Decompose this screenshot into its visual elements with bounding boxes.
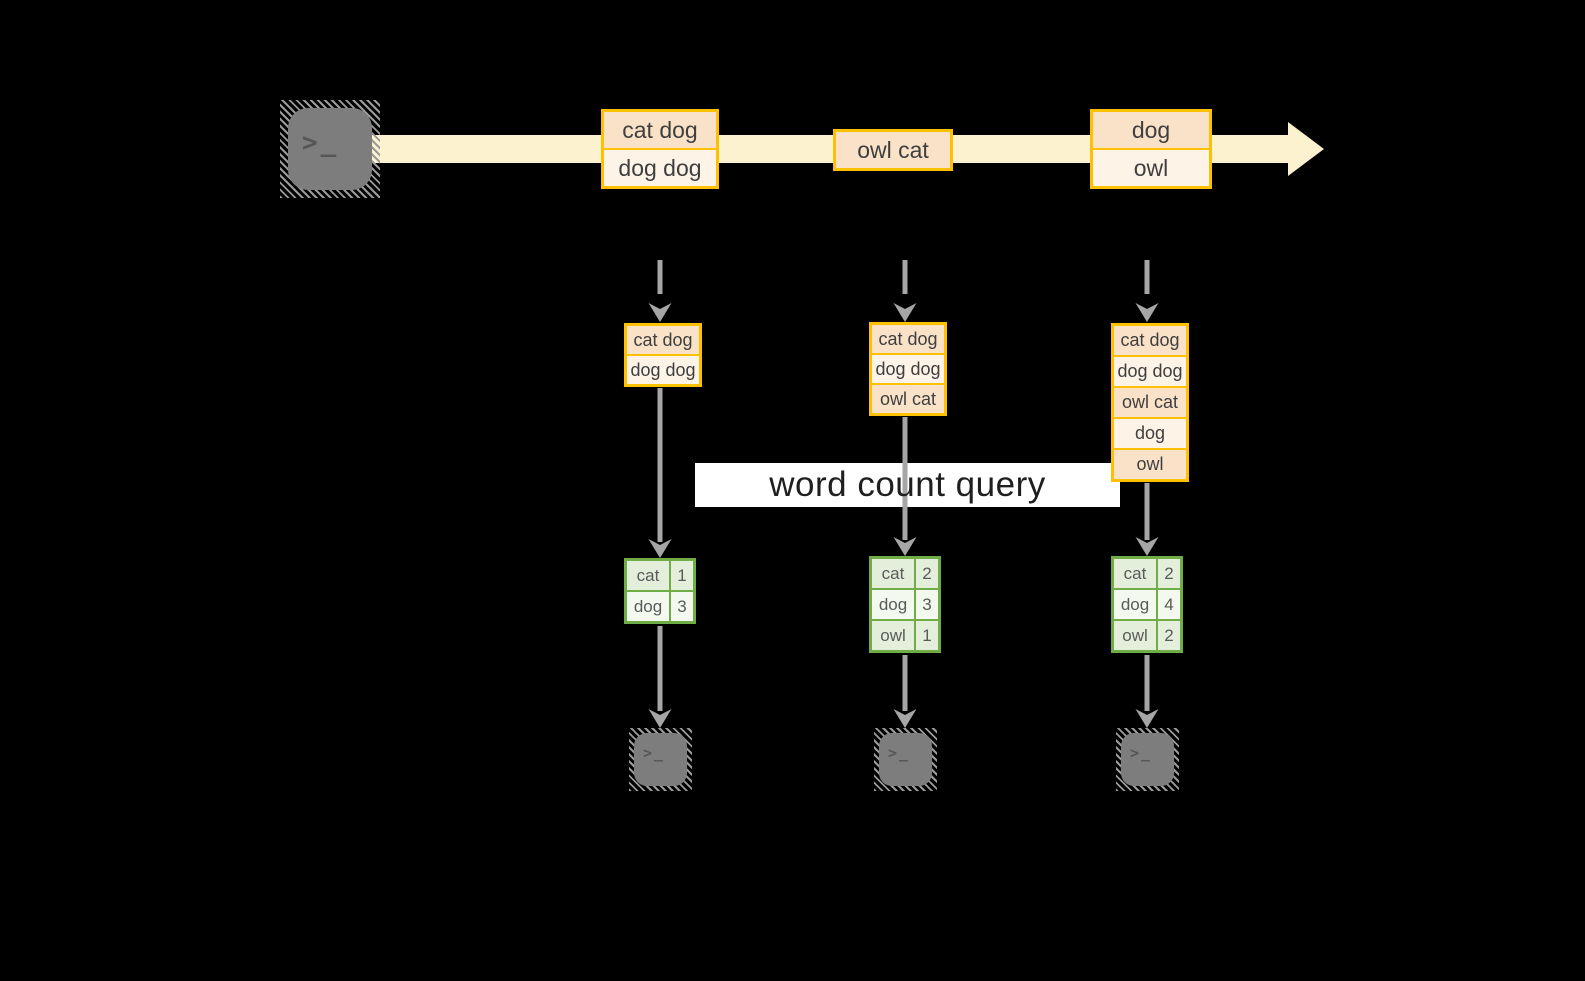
event-cell: owl cat [1114,388,1186,417]
count-value: 4 [1164,594,1174,614]
event-label: owl cat [857,136,929,163]
word-label: dog [633,596,663,616]
event-cell: cat dog [604,112,716,148]
event-cell: dog dog [872,355,944,383]
query-label: word count query [769,465,1046,504]
count-value: 3 [922,594,932,614]
count-value-cell: 1 [671,561,693,590]
microbatch-arrow-3 [1135,260,1159,322]
event-cell: dog dog [604,150,716,186]
output-arrow-1 [648,626,672,728]
terminal-prompt-glyph: >_ [888,744,911,762]
batch-box-1: cat dog dog dog [601,109,719,189]
window-stack-3: cat dog dog dog owl cat dog owl [1111,323,1189,482]
event-cell: cat dog [627,326,699,354]
event-label: dog dog [1117,361,1183,381]
word-label: cat [881,563,905,583]
event-label: owl cat [1121,392,1179,412]
count-value-cell: 2 [1158,559,1180,588]
microbatch-arrow-1 [648,260,672,322]
terminal-icon-body: >_ [1121,733,1174,786]
count-table-3: cat 2 dog 4 owl 2 [1111,556,1183,653]
event-label: cat dog [1120,330,1180,350]
event-label: cat dog [622,116,698,143]
event-cell: dog [1114,419,1186,448]
terminal-sink-icon: >_ [629,728,692,791]
event-label: owl cat [879,388,937,409]
event-label: cat dog [633,329,693,350]
word-label: dog [878,594,908,614]
terminal-icon-body: >_ [288,108,372,190]
terminal-prompt-glyph: >_ [643,744,666,762]
word-label: cat [1123,563,1147,583]
event-cell: dog [1093,112,1209,148]
event-cell: dog dog [627,356,699,384]
event-label: cat dog [878,328,938,349]
event-cell: owl cat [836,132,950,168]
query-arrow-2 [893,417,917,556]
terminal-source-icon: >_ [280,100,380,198]
event-cell: owl [1114,450,1186,479]
output-arrow-2 [893,655,917,728]
count-word-cell: dog [627,592,669,621]
event-label: dog dog [630,359,696,380]
count-table-2: cat 2 dog 3 owl 1 [869,556,941,653]
event-label: owl [1136,454,1164,474]
count-value: 2 [922,563,932,583]
count-value: 3 [677,596,687,616]
count-value-cell: 2 [916,559,938,588]
terminal-prompt-glyph: >_ [1130,744,1153,762]
terminal-icon-body: >_ [634,733,687,786]
word-label: cat [636,565,660,585]
terminal-sink-icon: >_ [1116,728,1179,791]
event-label: owl [1133,154,1169,181]
count-word-cell: cat [627,561,669,590]
output-arrow-3 [1135,655,1159,728]
terminal-sink-icon: >_ [874,728,937,791]
event-cell: cat dog [872,325,944,353]
query-arrow-3 [1135,483,1159,556]
count-word-cell: cat [1114,559,1156,588]
count-value-cell: 3 [916,590,938,619]
count-value-cell: 2 [1158,621,1180,650]
event-label: dog [1134,423,1166,443]
terminal-prompt-glyph: >_ [302,128,340,158]
count-word-cell: dog [872,590,914,619]
batch-box-3: dog owl [1090,109,1212,189]
window-stack-1: cat dog dog dog [624,323,702,387]
count-value: 2 [1164,625,1174,645]
word-label: dog [1120,594,1150,614]
count-value-cell: 3 [671,592,693,621]
count-value: 1 [922,625,932,645]
count-word-cell: cat [872,559,914,588]
event-cell: dog dog [1114,357,1186,386]
count-value: 2 [1164,563,1174,583]
terminal-icon-body: >_ [879,733,932,786]
query-arrow-1 [648,388,672,558]
count-word-cell: owl [1114,621,1156,650]
count-word-cell: owl [872,621,914,650]
count-table-1: cat 1 dog 3 [624,558,696,624]
event-cell: owl cat [872,385,944,413]
event-label: dog dog [618,154,702,181]
word-label: owl [1122,625,1148,645]
event-cell: owl [1093,150,1209,186]
stream-arrow-head [1288,122,1324,176]
microbatch-arrow-2 [893,260,917,322]
event-cell: cat dog [1114,326,1186,355]
window-stack-2: cat dog dog dog owl cat [869,322,947,416]
count-value-cell: 4 [1158,590,1180,619]
count-value: 1 [677,565,687,585]
word-label: owl [880,625,906,645]
count-value-cell: 1 [916,621,938,650]
batch-box-2: owl cat [833,129,953,171]
count-word-cell: dog [1114,590,1156,619]
event-label: dog dog [875,358,941,379]
event-label: dog [1131,116,1171,143]
